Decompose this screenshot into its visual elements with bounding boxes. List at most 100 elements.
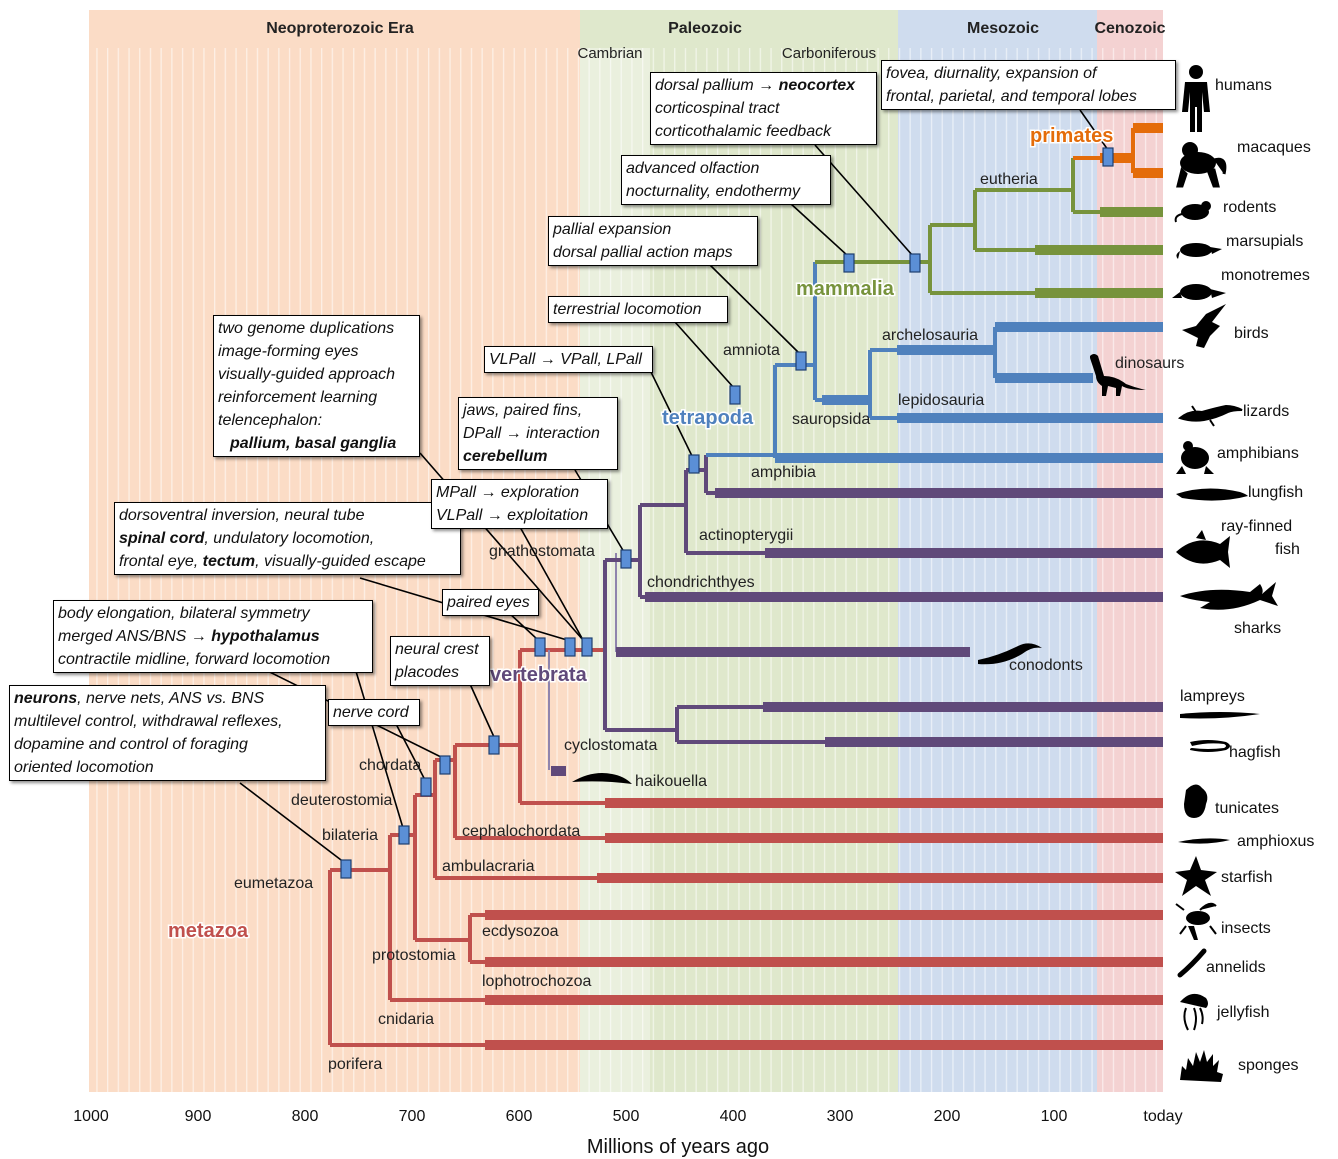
tick-600: 600	[506, 1108, 533, 1125]
tunicate-icon	[1184, 784, 1208, 818]
note-body-elongation: body elongation, bilateral symmetry merg…	[53, 600, 373, 673]
starfish-icon	[1175, 856, 1217, 896]
era-labels: Neoproterozoic Era Paleozoic Mesozoic Ce…	[266, 20, 1165, 62]
note-vlpall: VLPall → VPall, LPall	[484, 346, 653, 373]
group-label-metazoa: metazoa	[168, 920, 249, 942]
conodont-icon	[978, 643, 1042, 665]
marker-tetrapoda	[688, 454, 700, 474]
taxon-monotremes: monotremes	[1221, 267, 1310, 284]
tick-100: 100	[1041, 1108, 1068, 1125]
marker-bilateria	[398, 825, 410, 845]
note-neurons: neurons, nerve nets, ANS vs. BNS multile…	[9, 685, 326, 781]
taxon-lungfish: lungfish	[1248, 484, 1303, 501]
taxon-annelids: annelids	[1206, 959, 1266, 976]
clade-cyclostomata: cyclostomata	[564, 737, 657, 754]
tick-700: 700	[399, 1108, 426, 1125]
clade-cnidaria: cnidaria	[378, 1011, 434, 1028]
note-dorsal-pallium: dorsal pallium → neocortex corticospinal…	[650, 72, 877, 145]
clade-archelosauria: archelosauria	[882, 327, 978, 344]
amphioxus-icon	[1178, 838, 1230, 844]
tick-200: 200	[934, 1108, 961, 1125]
sponge-icon	[1180, 1050, 1223, 1082]
clade-sauropsida: sauropsida	[792, 411, 870, 428]
note-genome-duplications: two genome duplications image-forming ey…	[213, 315, 420, 457]
note-paired-eyes: paired eyes	[442, 589, 539, 616]
taxon-birds: birds	[1234, 325, 1269, 342]
era-label-cenozoic: Cenozoic	[1094, 20, 1165, 37]
human-icon	[1182, 65, 1210, 132]
x-axis: 1000 900 800 700 600 500 400 300 200 100…	[73, 1108, 1182, 1158]
taxon-sharks: sharks	[1234, 620, 1281, 637]
clade-lophotrochozoa: lophotrochozoa	[482, 973, 592, 990]
taxon-tunicates: tunicates	[1215, 800, 1279, 817]
bird-icon	[1182, 304, 1226, 348]
taxon-insects: insects	[1221, 920, 1271, 937]
event-markers	[340, 147, 1114, 879]
marker-mammalia	[843, 253, 855, 273]
note-nerve-cord: nerve cord	[328, 699, 420, 726]
tick-today: today	[1143, 1108, 1182, 1125]
tick-900: 900	[185, 1108, 212, 1125]
amphibian-icon	[1176, 441, 1214, 474]
tetrapoda-thick-branches	[775, 322, 1163, 463]
group-label-tetrapoda: tetrapoda	[662, 407, 754, 429]
marker-eutheria	[909, 253, 921, 273]
tick-300: 300	[827, 1108, 854, 1125]
marker-eumetazoa	[340, 859, 352, 879]
taxon-lizards: lizards	[1243, 403, 1289, 420]
shark-icon	[1180, 582, 1278, 610]
insect-icon	[1175, 902, 1217, 940]
marsupial-icon	[1176, 243, 1222, 259]
clade-deuterostomia: deuterostomia	[291, 792, 392, 809]
clade-bilateria: bilateria	[322, 827, 378, 844]
clade-protostomia: protostomia	[372, 947, 456, 964]
monotreme-icon	[1172, 284, 1226, 300]
clade-cephalochordata: cephalochordata	[462, 823, 580, 840]
vertebrata-thick-branches	[616, 488, 1163, 747]
period-label-carboniferous: Carboniferous	[782, 45, 876, 62]
silhouettes	[572, 65, 1278, 1082]
clade-porifera: porifera	[328, 1056, 382, 1073]
jellyfish-icon	[1180, 993, 1208, 1031]
metazoa-thick-branches	[485, 798, 1163, 1050]
hagfish-icon	[1190, 740, 1230, 752]
note-terrestrial: terrestrial locomotion	[548, 296, 728, 323]
clade-labels: eumetazoa bilateria deuterostomia chorda…	[234, 171, 1184, 1073]
lungfish-icon	[1176, 488, 1248, 501]
tick-500: 500	[613, 1108, 640, 1125]
era-label-mesozoic: Mesozoic	[967, 20, 1039, 37]
annelid-icon	[1177, 948, 1207, 978]
clade-eumetazoa: eumetazoa	[234, 875, 313, 892]
note-neurons-bold: neurons	[14, 690, 78, 707]
clade-haikouella: haikouella	[635, 773, 707, 790]
clade-chondrichthyes: chondrichthyes	[647, 574, 755, 591]
group-label-mammalia: mammalia	[796, 278, 895, 300]
note-advanced-olfaction: advanced olfaction nocturnality, endothe…	[621, 155, 831, 205]
taxon-ray-finned-fish-line2: fish	[1275, 541, 1300, 558]
clade-chordata: chordata	[359, 757, 421, 774]
haikouella-icon	[572, 773, 632, 784]
marker-amniota	[795, 351, 807, 371]
clade-conodonts: conodonts	[1009, 657, 1083, 674]
taxon-starfish: starfish	[1221, 869, 1273, 886]
note-jaws: jaws, paired fins, DPall → interaction c…	[458, 397, 618, 470]
taxa-labels: humans macaques rodents marsupials monot…	[1180, 77, 1314, 1074]
marker-deuterostomia	[420, 777, 432, 797]
clade-dinosaurs: dinosaurs	[1115, 355, 1184, 372]
marker-vertebrata-1	[534, 637, 546, 657]
era-label-neoproterozoic: Neoproterozoic Era	[266, 20, 414, 37]
marker-chordata	[439, 755, 451, 775]
clade-gnathostomata: gnathostomata	[489, 543, 595, 560]
tick-400: 400	[720, 1108, 747, 1125]
clade-lepidosauria: lepidosauria	[898, 392, 984, 409]
note-dorsoventral: dorsoventral inversion, neural tube spin…	[114, 502, 461, 575]
clade-ecdysozoa: ecdysozoa	[482, 923, 559, 940]
group-labels: metazoa vertebrata tetrapoda mammalia pr…	[167, 124, 1115, 944]
tick-1000: 1000	[73, 1108, 109, 1125]
period-label-cambrian: Cambrian	[577, 45, 642, 62]
marker-primates	[1102, 147, 1114, 167]
marker-neural-crest	[488, 735, 500, 755]
taxon-rodents: rodents	[1223, 199, 1276, 216]
marker-vertebrata-3	[581, 637, 593, 657]
x-axis-title: Millions of years ago	[587, 1136, 769, 1158]
